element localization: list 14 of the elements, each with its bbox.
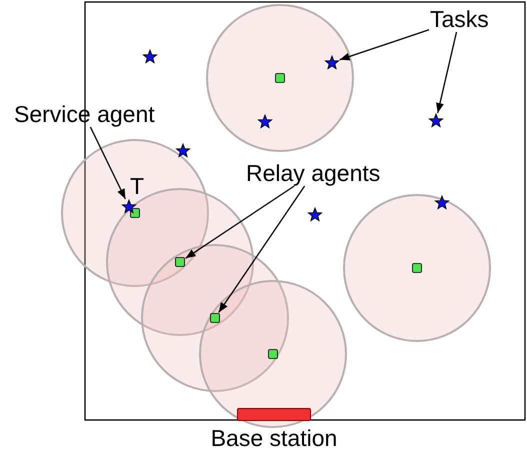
- annotation-label: Relay agents: [246, 162, 380, 185]
- task-star-icon: [324, 54, 340, 70]
- base-station-label: Base station: [210, 427, 338, 450]
- task-star-icon: [121, 198, 137, 214]
- arrow: [436, 32, 458, 114]
- arrow: [218, 186, 306, 313]
- agent-square-icon: [175, 257, 185, 267]
- arrow: [340, 29, 430, 60]
- arrow: [185, 185, 295, 259]
- arrow: [90, 126, 126, 200]
- annotation-label: Tasks: [430, 8, 489, 31]
- agent-square-icon: [210, 313, 220, 323]
- task-star-icon: [428, 112, 444, 128]
- target-letter: T: [130, 175, 144, 198]
